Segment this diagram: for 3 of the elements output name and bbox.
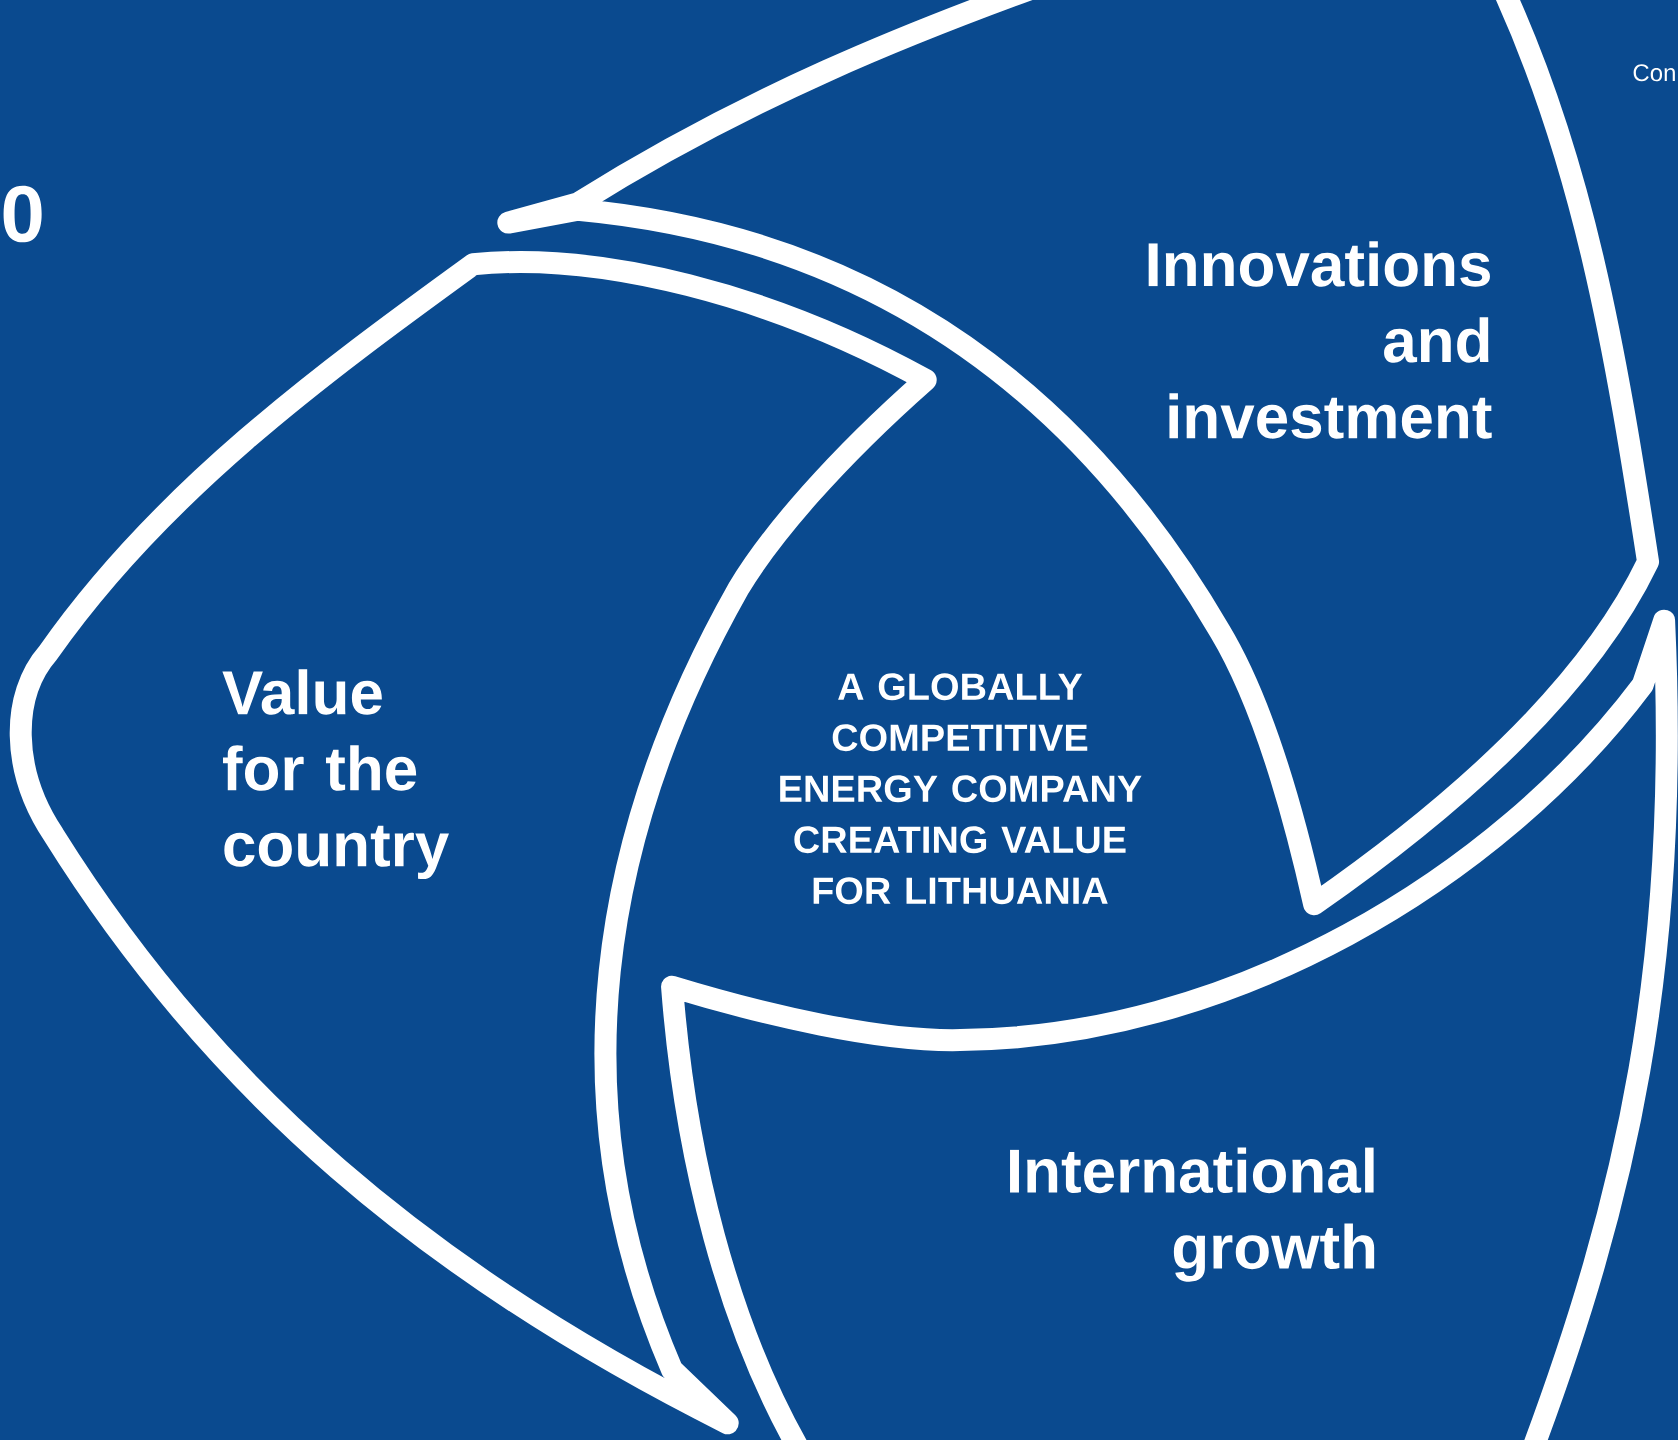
label-text: Con (1633, 64, 1675, 82)
label-text: A GLOBALLY COMPETITIVE ENERGY COMPANY CREATING VALUE FOR LITHUANIA (780, 673, 1142, 904)
label-text: 0 (3, 185, 42, 243)
